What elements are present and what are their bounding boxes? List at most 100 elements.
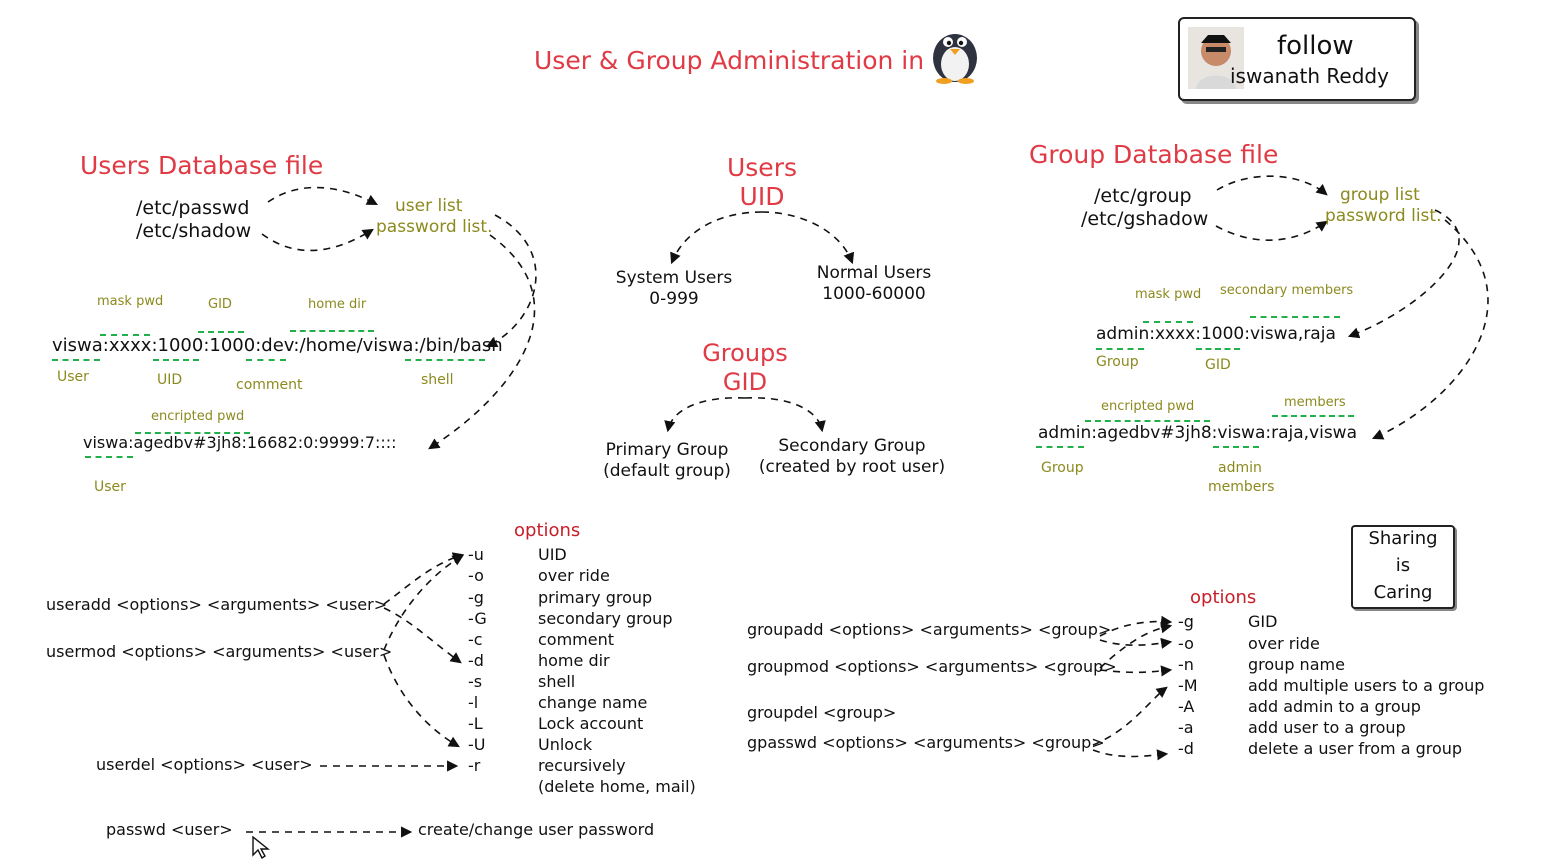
users-heading: Users [726, 153, 797, 182]
cursor-icon [252, 836, 270, 860]
group-gid-label: GID [1205, 357, 1231, 373]
userdel-cmd: userdel <options> <user> [96, 755, 313, 774]
group-mask-pwd-label: mask pwd [1135, 287, 1202, 302]
groupadd-cmd: groupadd <options> <arguments> <group> [747, 620, 1112, 639]
group-opt-desc: add admin to a group [1248, 697, 1421, 716]
group-opt-desc: delete a user from a group [1248, 739, 1463, 758]
group-opt-flag: -d [1178, 739, 1194, 758]
usermod-cmd: usermod <options> <arguments> <user> [46, 642, 393, 661]
uid-heading: UID [739, 182, 785, 211]
group-opt-flag: -A [1178, 697, 1195, 716]
user-opt-flag: -U [468, 735, 486, 754]
underline-uid [153, 359, 199, 361]
gshadow-line: admin:agedbv#3jh8:viswa:raja,viswa [1038, 423, 1358, 443]
group-password-list-label: password list. [1325, 206, 1442, 226]
underline-group [1096, 348, 1144, 350]
groupmod-cmd: groupmod <options> <arguments> <group> [747, 657, 1117, 676]
underline-group2 [1036, 446, 1084, 448]
user-opt-flag: -l [468, 693, 479, 712]
underline-group-encripted [1085, 420, 1210, 422]
user-opt-desc: shell [538, 672, 576, 691]
mask-pwd-label: mask pwd [97, 294, 164, 309]
etc-shadow: /etc/shadow [136, 220, 252, 242]
underline-mask [100, 334, 150, 336]
group-label: Group [1096, 354, 1139, 370]
system-users-range: 0-999 [649, 289, 699, 309]
user-opt-flag: -o [468, 566, 484, 585]
secondary-group: Secondary Group [778, 436, 926, 456]
users-db-heading: Users Database file [80, 151, 324, 180]
group-encripted-pwd-label: encripted pwd [1101, 399, 1195, 414]
user-opt-desc: UID [538, 545, 567, 564]
group-opt-flag: -M [1178, 676, 1198, 695]
normal-users: Normal Users [816, 263, 932, 283]
user-opt-flag: -L [468, 714, 483, 733]
user-opt-r-sub: (delete home, mail) [538, 777, 696, 796]
underline-members [1272, 415, 1354, 417]
user-list-label: user list [395, 196, 463, 216]
group-opt-flag: -n [1178, 655, 1194, 674]
is-text: is [1395, 555, 1411, 576]
group-opt-desc: over ride [1248, 634, 1320, 653]
passwd-line: viswa:xxxx:1000:1000:dev:/home/viswa:/bi… [52, 335, 503, 356]
shell-label: shell [421, 372, 454, 388]
underline-encripted [135, 432, 250, 434]
penguin-icon [933, 34, 977, 84]
page-title: User & Group Administration in [534, 46, 925, 75]
system-users: System Users [615, 268, 733, 288]
underline-group-gid [1196, 348, 1240, 350]
gid-heading: GID [722, 368, 768, 396]
sharing-text: Sharing [1368, 528, 1438, 549]
group-opt-desc: group name [1248, 655, 1345, 674]
underline-group-mask [1143, 321, 1193, 323]
group-line: admin:xxxx:1000:viswa,raja [1096, 324, 1336, 344]
author-name: iswanath Reddy [1230, 64, 1389, 88]
caring-text: Caring [1373, 582, 1433, 603]
gpasswd-cmd: gpasswd <options> <arguments> <group> [747, 733, 1105, 752]
group-options-title: options [1190, 587, 1257, 608]
groupdel-cmd: groupdel <group> [747, 703, 897, 722]
user-opt-desc: over ride [538, 566, 610, 585]
user-options-title: options [514, 520, 581, 541]
user-opt-desc: home dir [538, 651, 610, 670]
user-opt-desc: Lock account [538, 714, 644, 733]
primary-group: Primary Group [605, 440, 729, 460]
follow-card[interactable]: follow iswanath Reddy [1178, 17, 1416, 101]
underline-secondary [1250, 316, 1340, 318]
secondary-group-sub: (created by root user) [758, 457, 946, 477]
group-opt-desc: GID [1248, 612, 1278, 631]
groups-heading: Groups [702, 339, 788, 367]
etc-passwd: /etc/passwd [136, 197, 250, 219]
avatar-icon [1188, 27, 1244, 89]
user-opt-flag: -G [468, 609, 487, 628]
underline-shell [405, 359, 485, 361]
home-dir-label: home dir [308, 297, 367, 312]
user-opt-flag: -s [468, 672, 483, 691]
user-opt-desc: recursively [538, 756, 626, 775]
group-label-2: Group [1041, 460, 1084, 476]
comment-label: comment [236, 377, 303, 393]
underline-home [290, 330, 374, 332]
user-opt-flag: -d [468, 651, 484, 670]
underline-admin [1213, 446, 1259, 448]
user-opt-desc: Unlock [538, 735, 593, 754]
user-opt-desc: change name [538, 693, 648, 712]
group-list-label: group list [1340, 185, 1420, 205]
normal-users-range: 1000-60000 [822, 284, 926, 304]
group-opt-desc: add user to a group [1248, 718, 1406, 737]
passwd-desc: create/change user password [418, 820, 655, 839]
group-opt-flag: -g [1178, 612, 1194, 631]
admin-members-label: members [1208, 479, 1275, 495]
underline-gid [198, 331, 244, 333]
underline-user [52, 359, 100, 361]
gid-label: GID [208, 297, 232, 312]
user-opt-flag: -g [468, 588, 484, 607]
sharing-is-caring-box: Sharing is Caring [1351, 525, 1455, 609]
group-db-heading: Group Database file [1029, 140, 1279, 169]
group-opt-flag: -a [1178, 718, 1194, 737]
admin-label: admin [1218, 460, 1262, 476]
primary-group-sub: (default group) [603, 461, 731, 481]
follow-text: follow [1277, 31, 1354, 61]
encripted-pwd-label: encripted pwd [151, 409, 245, 424]
etc-gshadow: /etc/gshadow [1081, 208, 1209, 230]
